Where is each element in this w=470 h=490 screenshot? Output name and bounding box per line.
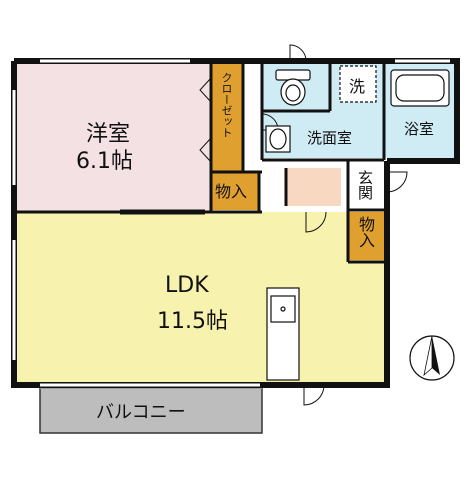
washer-label: 洗 bbox=[349, 77, 366, 96]
balcony-label: バルコニー bbox=[96, 402, 186, 423]
ldk-size: 11.5帖 bbox=[157, 309, 228, 334]
storage-2-label: 物入 bbox=[356, 216, 375, 248]
storage-1-label: 物入 bbox=[215, 182, 248, 201]
closet-label: クローゼット bbox=[220, 72, 233, 138]
entrance bbox=[348, 168, 384, 210]
entrance-label: 玄関 bbox=[356, 170, 374, 200]
bathtub-icon bbox=[390, 69, 450, 107]
western-room-size: 6.1帖 bbox=[76, 149, 133, 174]
storage-2 bbox=[348, 212, 384, 260]
washbasin-icon bbox=[265, 125, 291, 153]
washer-icon bbox=[339, 65, 377, 103]
ldk-name: LDK bbox=[165, 273, 209, 298]
closet bbox=[211, 64, 243, 172]
kitchen-sink-icon bbox=[266, 287, 300, 381]
storage-1 bbox=[211, 172, 259, 210]
balcony bbox=[39, 382, 263, 434]
western-room bbox=[14, 64, 211, 212]
entrance-floor bbox=[286, 168, 341, 206]
western-room-name: 洋室 bbox=[86, 122, 131, 147]
washroom-label: 洗面室 bbox=[307, 129, 353, 147]
toilet-icon bbox=[275, 69, 311, 106]
ldk bbox=[14, 212, 384, 382]
bathroom-label: 浴室 bbox=[404, 120, 435, 138]
north-arrow-icon bbox=[409, 335, 455, 381]
